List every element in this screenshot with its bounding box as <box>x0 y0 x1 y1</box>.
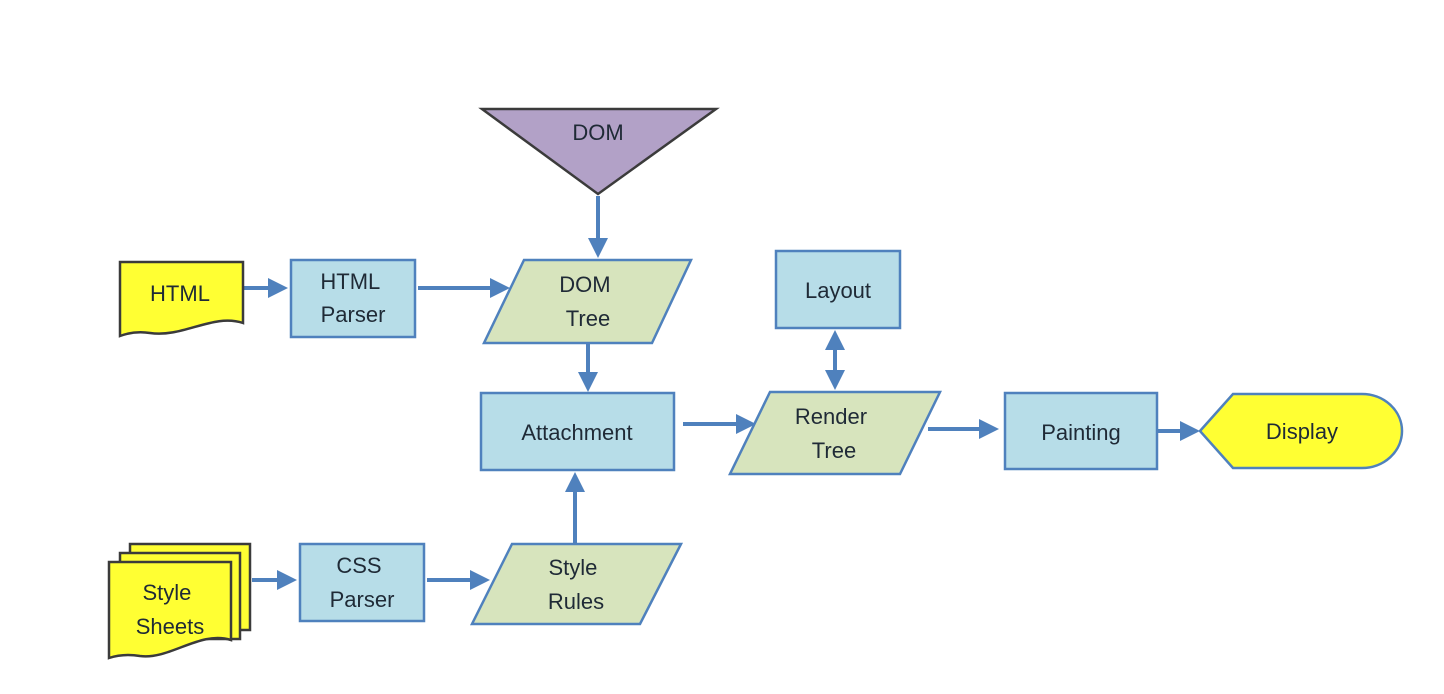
html-document-node: HTML <box>118 260 245 338</box>
style-rules-label: Style Rules <box>548 555 604 614</box>
dom-label: DOM <box>572 120 623 145</box>
attachment-node: Attachment <box>479 391 676 472</box>
html-label: HTML <box>150 281 210 306</box>
render-tree-label: Render Tree <box>795 404 873 463</box>
layout-label: Layout <box>805 278 871 303</box>
style-sheets-node: Style Sheets <box>107 542 252 660</box>
style-rules-node: Style Rules <box>469 542 684 626</box>
display-label: Display <box>1266 419 1338 444</box>
dom-node: DOM <box>478 107 720 196</box>
layout-node: Layout <box>774 249 902 330</box>
css-parser-label: CSS Parser <box>330 553 395 612</box>
painting-node: Painting <box>1003 391 1159 471</box>
display-node: Display <box>1198 392 1404 470</box>
style-sheets-label: Style Sheets <box>136 580 205 639</box>
edges <box>244 196 1200 590</box>
dom-tree-label: DOM Tree <box>559 272 616 331</box>
css-parser-node: CSS Parser <box>298 542 426 623</box>
render-tree-node: Render Tree <box>727 390 943 476</box>
dom-tree-node: DOM Tree <box>482 258 693 345</box>
painting-label: Painting <box>1041 420 1121 445</box>
html-parser-label: HTML Parser <box>320 269 385 327</box>
attachment-label: Attachment <box>521 420 632 445</box>
html-parser-node: HTML Parser <box>289 258 417 339</box>
